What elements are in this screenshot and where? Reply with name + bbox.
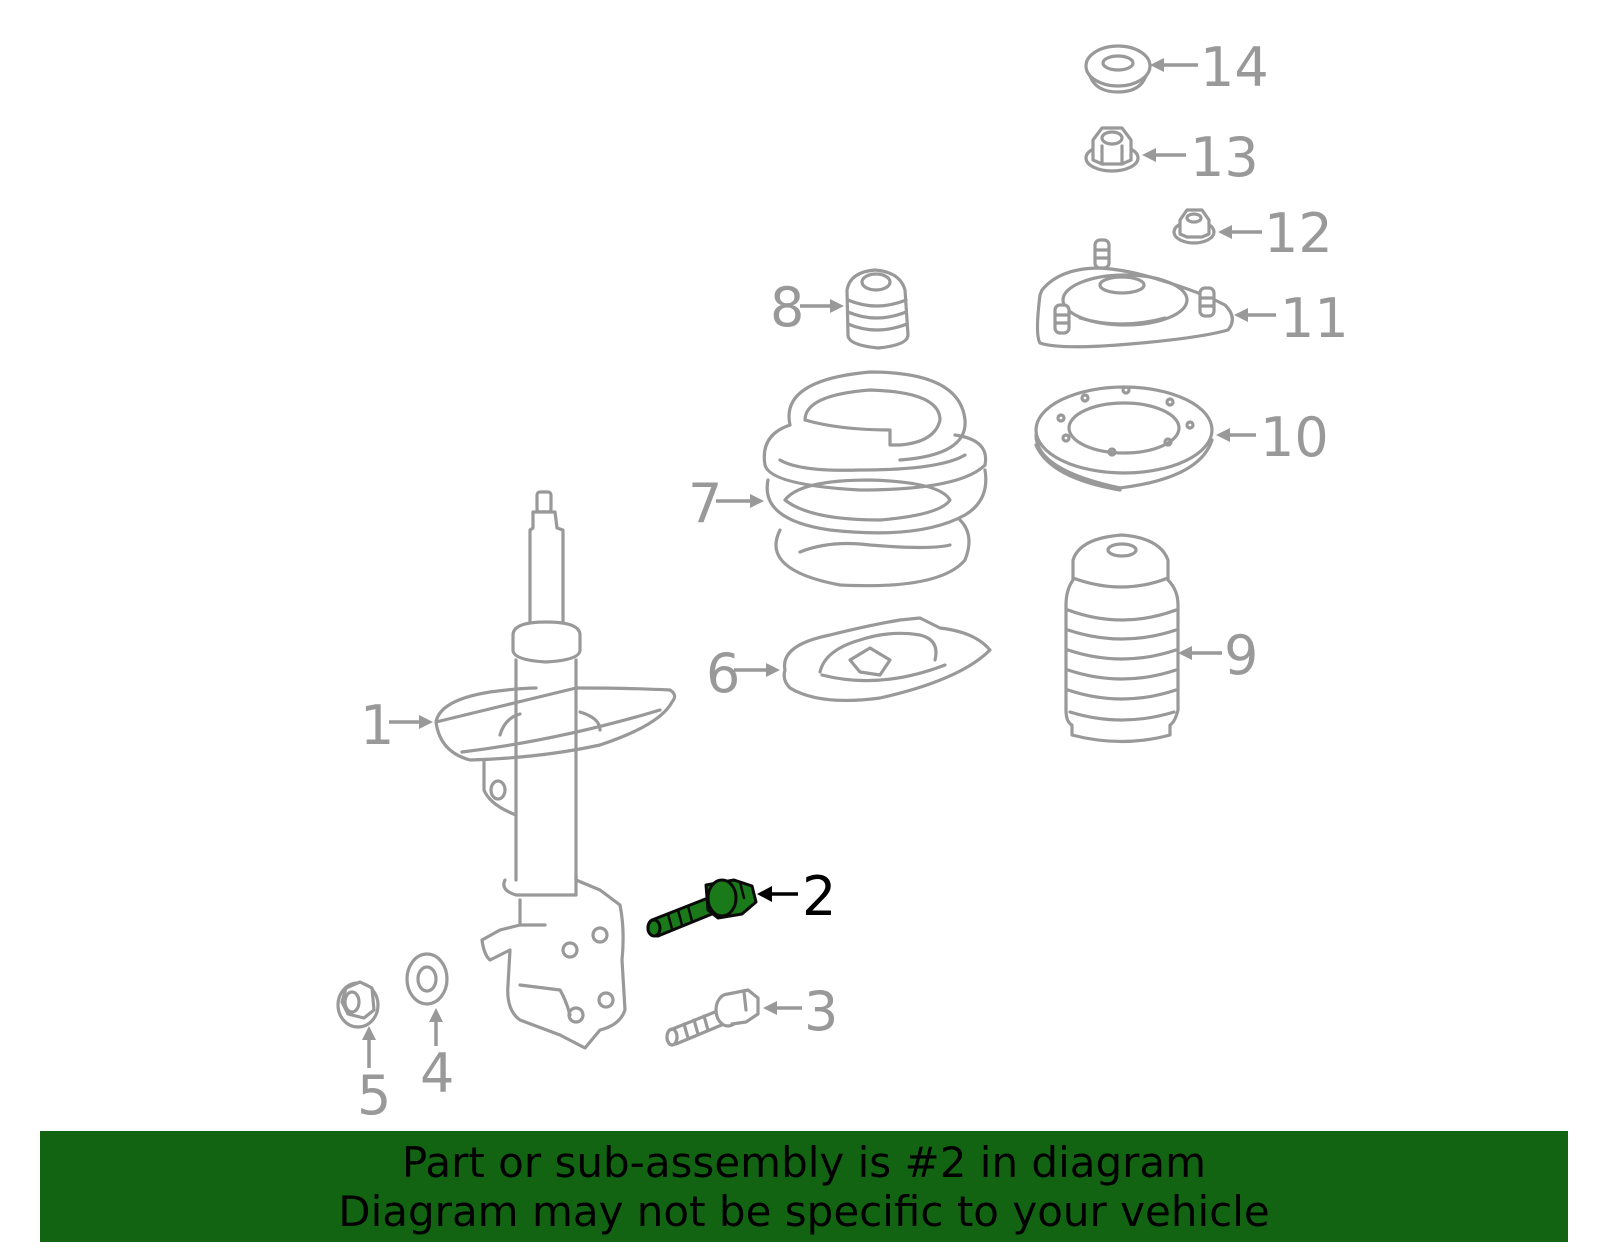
part-7-coil-spring[interactable]: 7 (688, 370, 988, 588)
banner-line-part-number: Part or sub-assembly is #2 in diagram (401, 1137, 1207, 1187)
callout-11[interactable]: 11 (1280, 287, 1349, 350)
part-6-spring-seat[interactable]: 6 (706, 616, 992, 705)
part-10-bearing[interactable]: 10 (1034, 385, 1329, 492)
info-banner: Part or sub-assembly is #2 in diagram Di… (40, 1131, 1568, 1242)
callout-1[interactable]: 1 (360, 694, 394, 757)
part-14-cap[interactable]: 14 (1084, 36, 1269, 99)
callout-10[interactable]: 10 (1260, 406, 1329, 469)
callout-5[interactable]: 5 (357, 1064, 391, 1127)
part-3-bolt[interactable]: 3 (665, 980, 838, 1047)
callout-9[interactable]: 9 (1224, 624, 1258, 687)
callout-6[interactable]: 6 (706, 642, 740, 705)
part-4-washer[interactable]: 4 (405, 952, 454, 1105)
part-8-bump-stop[interactable]: 8 (770, 268, 910, 350)
callout-7[interactable]: 7 (688, 472, 722, 535)
part-1-strut[interactable]: 1 (360, 490, 677, 1050)
part-13-nut[interactable]: 13 (1084, 126, 1259, 189)
callout-12[interactable]: 12 (1264, 202, 1333, 265)
part-5-nut[interactable]: 5 (336, 980, 391, 1127)
banner-line-disclaimer: Diagram may not be specific to your vehi… (338, 1186, 1270, 1236)
part-11-strut-mount[interactable]: 11 (1035, 238, 1349, 350)
part-12-nut[interactable]: 12 (1172, 202, 1333, 265)
callout-3[interactable]: 3 (804, 980, 838, 1043)
callout-8[interactable]: 8 (770, 276, 804, 339)
part-9-dust-boot[interactable]: 9 (1064, 533, 1258, 744)
callout-2[interactable]: 2 (802, 865, 836, 928)
callout-4[interactable]: 4 (420, 1042, 454, 1105)
callout-14[interactable]: 14 (1200, 36, 1269, 99)
callout-13[interactable]: 13 (1190, 126, 1259, 189)
part-2-bolt-highlighted[interactable]: 2 (646, 865, 836, 938)
